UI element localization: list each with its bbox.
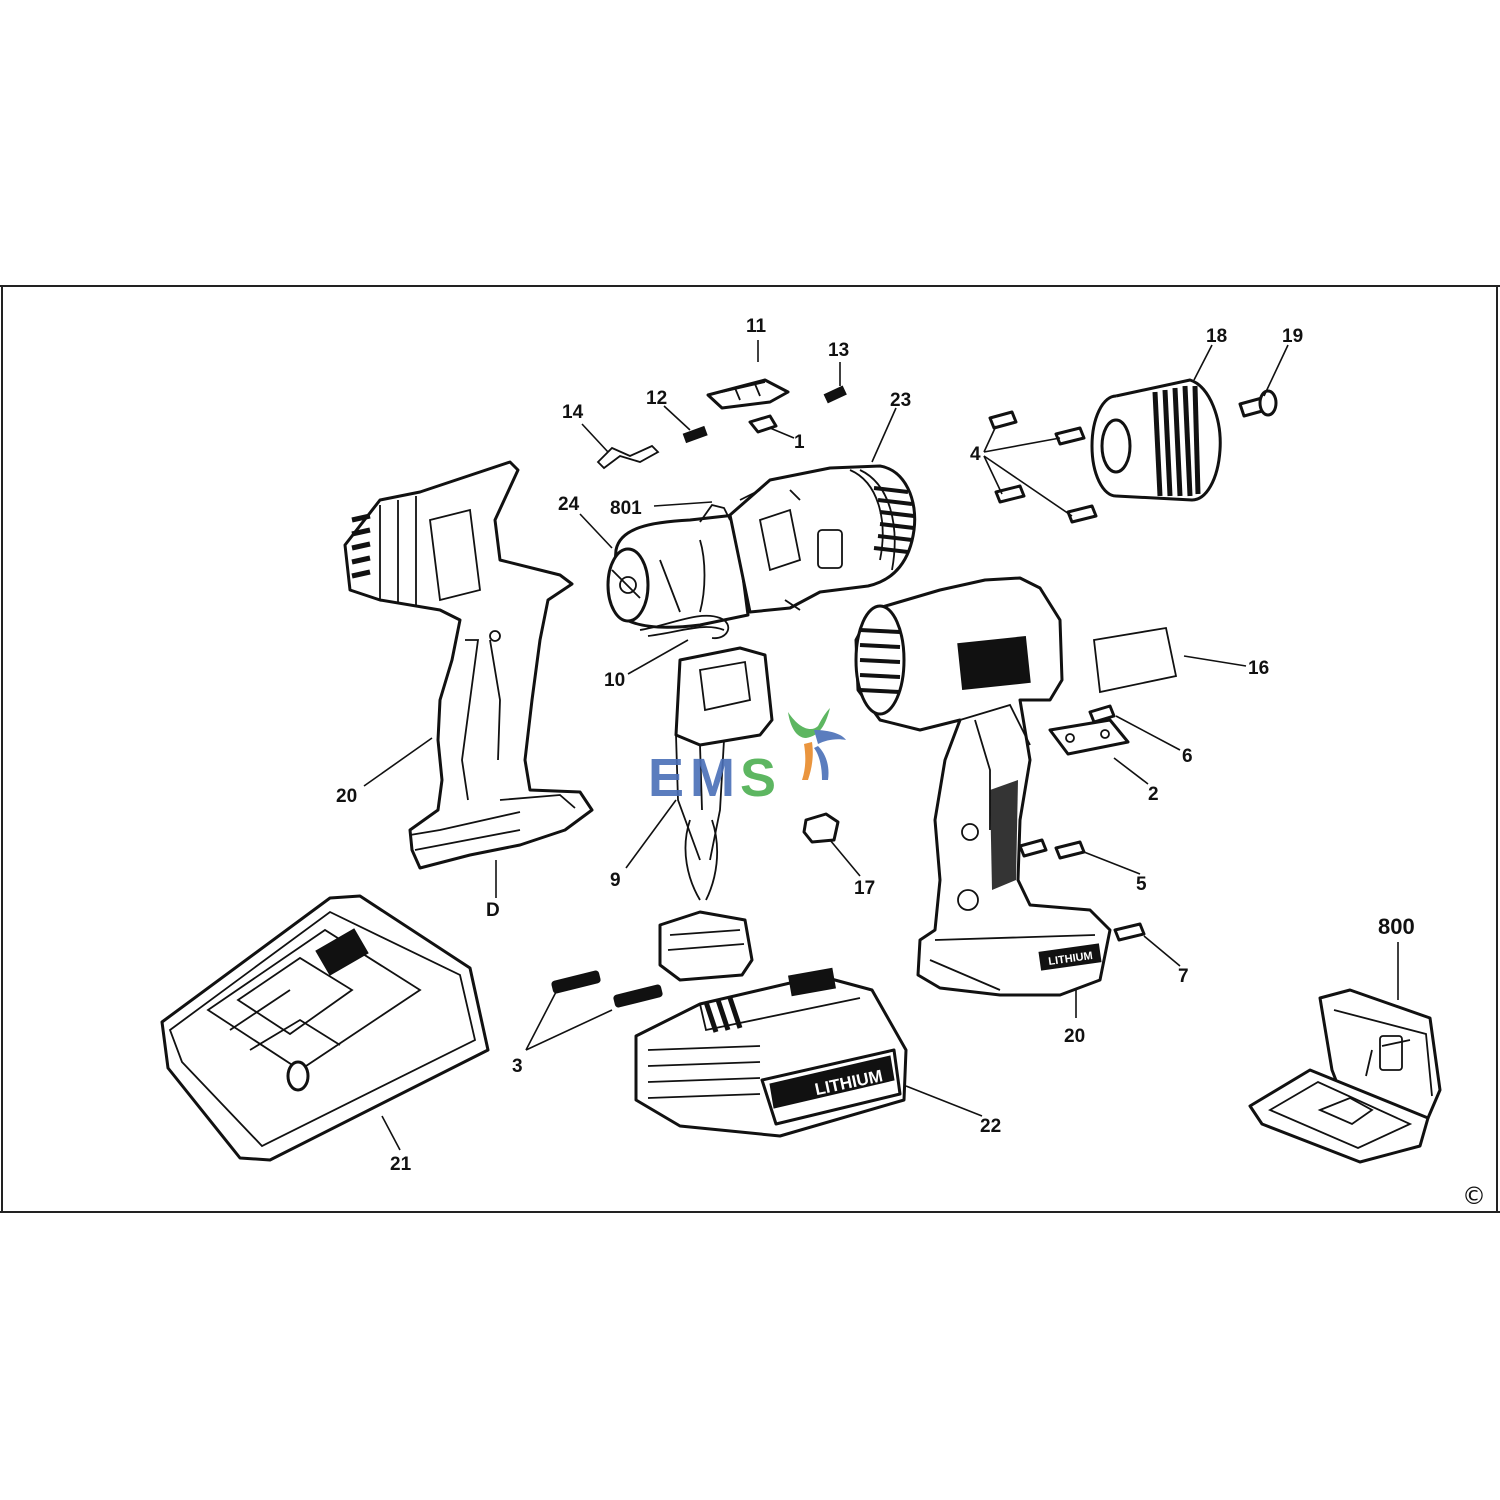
part-13-spring (823, 385, 847, 404)
callout-D: D (486, 900, 500, 921)
part-3-springs (551, 970, 663, 1008)
part-14-wire-spring (596, 444, 660, 470)
part-4-screws (988, 410, 1098, 524)
part-800-carry-case (1248, 988, 1442, 1164)
callout-10: 10 (604, 670, 625, 691)
part-10-wires (639, 614, 730, 639)
callout-labels: 11 13 12 14 18 19 23 4 1 24 801 16 10 6 … (336, 316, 1415, 1175)
callout-24: 24 (558, 494, 580, 515)
leader-lines (363, 340, 1399, 1151)
callout-12: 12 (646, 388, 667, 409)
part-6-screw (1088, 704, 1116, 724)
callout-20-left: 20 (336, 786, 357, 807)
part-19-screw (1238, 389, 1278, 418)
callout-2: 2 (1148, 784, 1159, 805)
part-24-motor (606, 513, 750, 629)
part-5-screws (1018, 838, 1086, 860)
part-18-chuck (1090, 378, 1222, 502)
callout-17: 17 (854, 878, 875, 899)
part-20-right-housing (854, 576, 1112, 997)
part-11-switch-cap (706, 378, 790, 410)
logo-letter-e: E (648, 748, 684, 808)
part-21-charger (160, 894, 490, 1162)
callout-18: 18 (1206, 326, 1227, 347)
callout-9: 9 (610, 870, 621, 891)
part-17-small-bracket (802, 812, 840, 844)
callout-14: 14 (562, 402, 584, 423)
callout-1: 1 (794, 432, 805, 453)
part-16-label-sticker (1093, 626, 1178, 694)
callout-13: 13 (828, 340, 849, 361)
part-20-left-housing (343, 460, 594, 870)
part-12-spring (682, 425, 708, 444)
logo-letter-m: M (690, 748, 735, 808)
copyright-mark: © (1462, 1182, 1486, 1210)
callout-801: 801 (610, 498, 642, 519)
callout-11: 11 (746, 316, 767, 337)
part-22-battery (634, 967, 908, 1138)
part-7-screw (1113, 922, 1146, 942)
callout-5: 5 (1136, 874, 1147, 895)
callout-3: 3 (512, 1056, 523, 1077)
part-1-clip (748, 414, 778, 434)
callout-6: 6 (1182, 746, 1193, 767)
callout-800: 800 (1378, 914, 1415, 939)
part-801-motor-pinion (699, 503, 731, 523)
callout-23: 23 (890, 390, 911, 411)
logo-figure-icon (788, 708, 846, 780)
callout-4: 4 (970, 444, 981, 465)
callout-21: 21 (390, 1154, 412, 1175)
ems-watermark-logo: E M S (648, 708, 846, 808)
callout-22: 22 (980, 1116, 1001, 1137)
callout-7: 7 (1178, 966, 1189, 987)
callout-19: 19 (1282, 326, 1303, 347)
part-23-gearbox (728, 464, 917, 614)
part-2-bracket (1048, 718, 1130, 756)
callout-16: 16 (1248, 658, 1269, 679)
callout-20-right: 20 (1064, 1026, 1085, 1047)
logo-letter-s: S (740, 748, 776, 808)
part-9-switch-assembly (658, 646, 774, 982)
